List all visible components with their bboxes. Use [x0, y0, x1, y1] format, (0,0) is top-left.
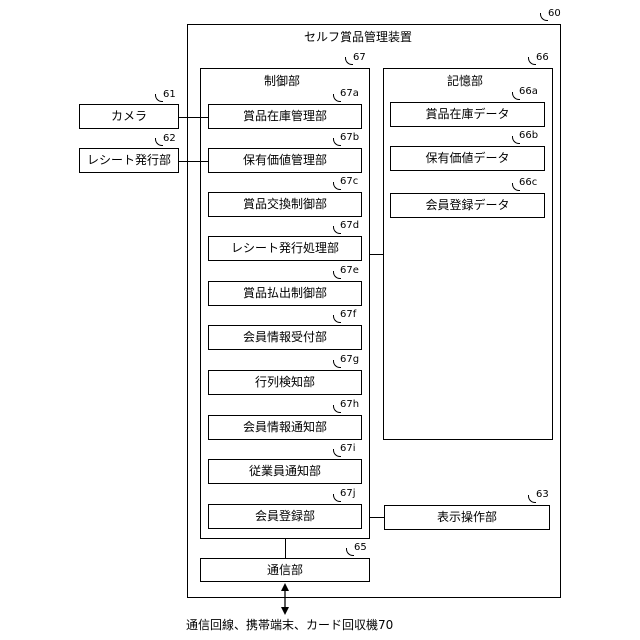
- external-label: 通信回線、携帯端末、カード回収機70: [186, 618, 393, 632]
